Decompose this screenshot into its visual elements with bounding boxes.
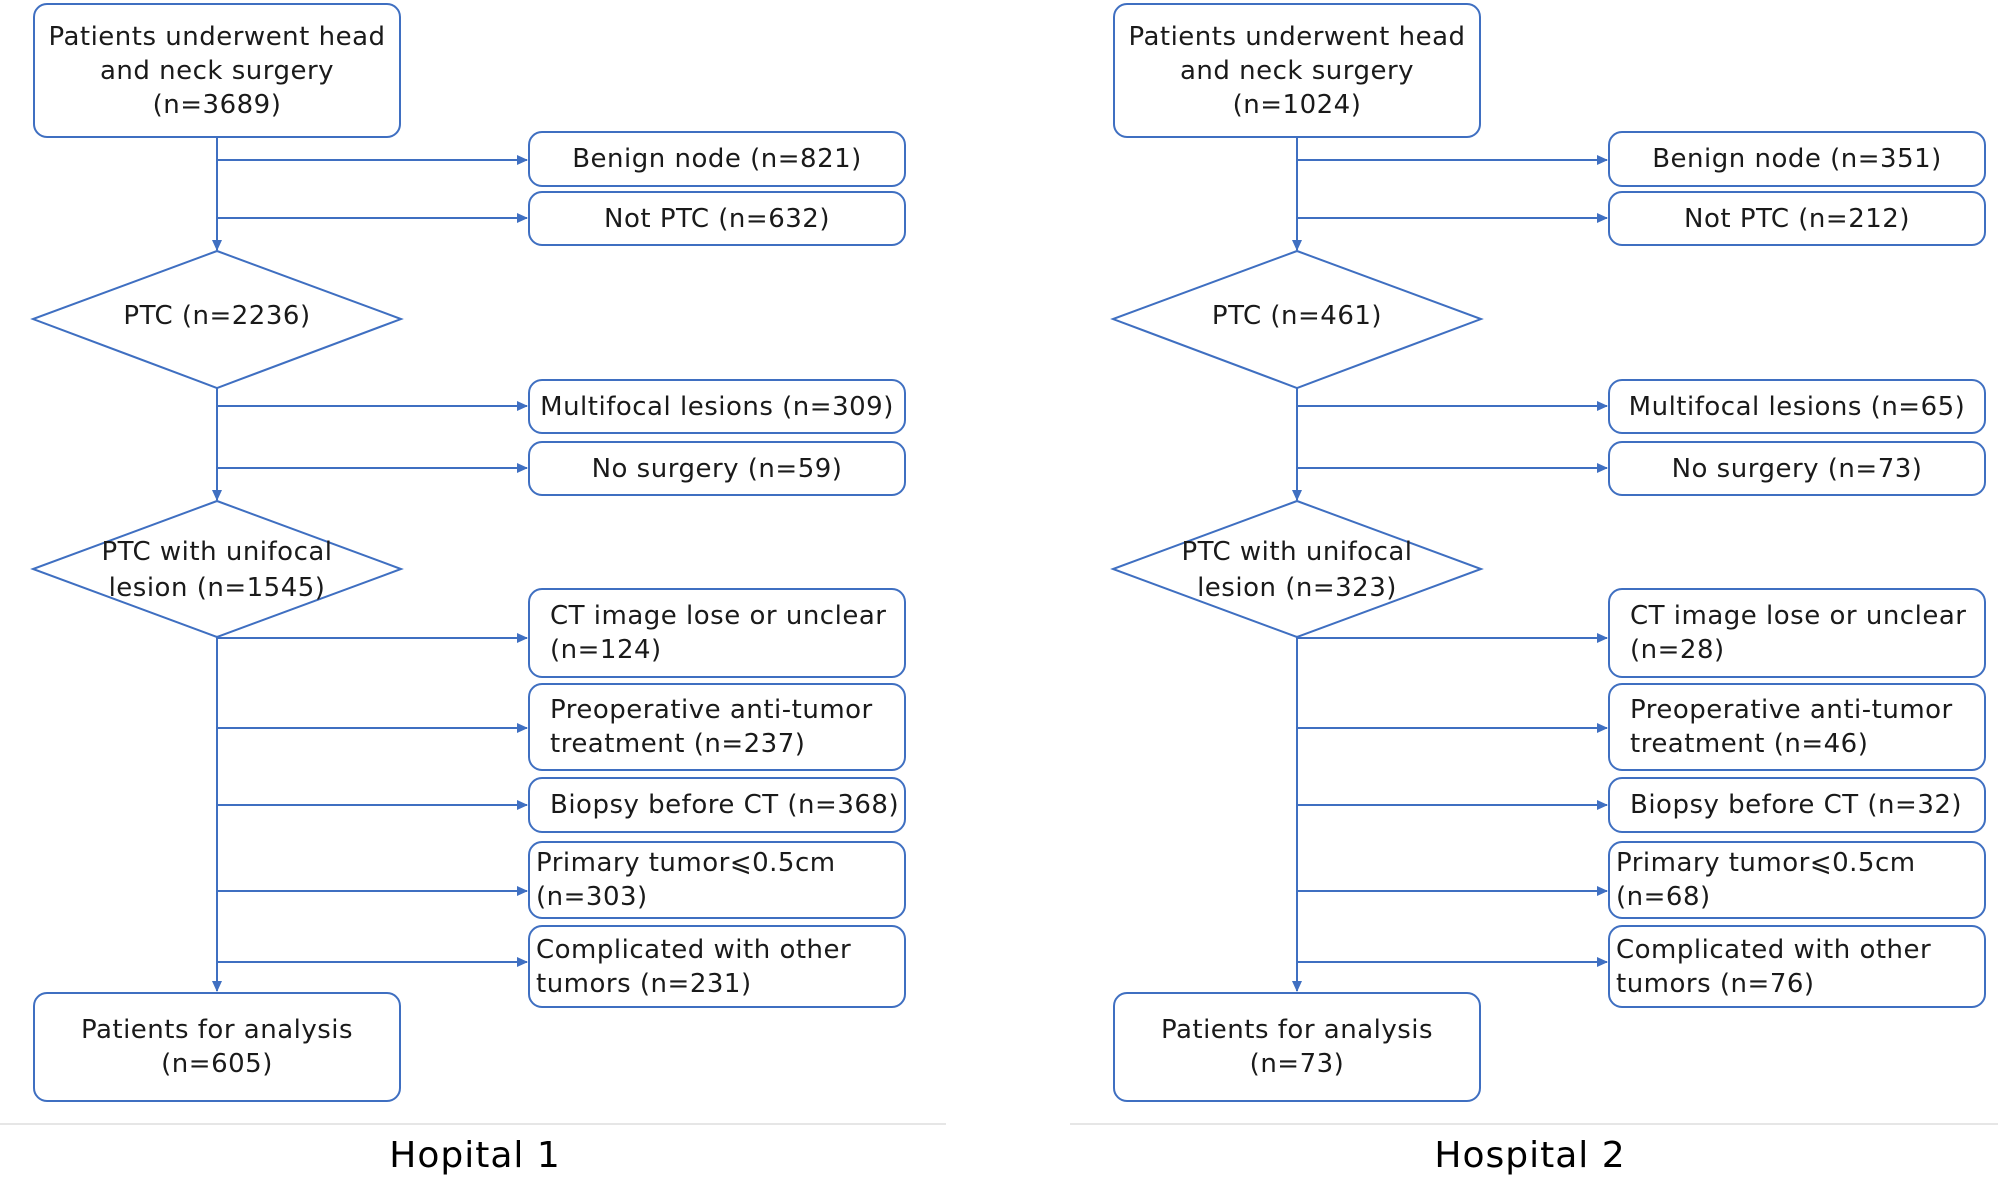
exclusion-box-not-ptc: Not PTC (n=632) [528, 191, 906, 246]
ptc-diamond-label: PTC (n=461) [1160, 290, 1434, 342]
caption-divider [0, 1123, 946, 1125]
flow-connectors [30, 138, 528, 992]
exclusion-box-benign: Benign node (n=821) [528, 131, 906, 187]
exclusion-box-primary-tumor: Primary tumor⩽0.5cm (n=68) [1608, 841, 1986, 919]
exclusion-line: (n=68) [1616, 882, 1711, 912]
exclusion-line: Complicated with other [536, 934, 852, 965]
exclusion-line: (n=303) [536, 882, 648, 912]
exclusion-box-no-surgery: No surgery (n=73) [1608, 441, 1986, 496]
exclusion-label: Not PTC (n=632) [604, 203, 830, 234]
exclusion-box-primary-tumor: Primary tumor⩽0.5cm (n=303) [528, 841, 906, 919]
final-label: Patients for analysis (n=73) [1160, 1015, 1434, 1079]
caption-divider [1070, 1123, 1998, 1125]
exclusion-box-multifocal: Multifocal lesions (n=65) [1608, 379, 1986, 434]
panel-caption: Hopital 1 [389, 1135, 561, 1176]
exclusion-box-preoperative: Preoperative anti-tumor treatment (n=46) [1608, 683, 1986, 771]
start-line-3: (n=3689) [152, 89, 282, 120]
exclusion-line: treatment (n=46) [1630, 729, 1869, 759]
exclusion-line: (n=124) [550, 635, 662, 665]
exclusion-label: Benign node (n=351) [1652, 144, 1942, 174]
exclusion-box-ct-image: CT image lose or unclear (n=28) [1608, 588, 1986, 678]
ptc-label: PTC (n=461) [1211, 301, 1383, 331]
exclusion-line: CT image lose or unclear [1630, 601, 1967, 631]
panel-caption: Hospital 2 [1434, 1135, 1626, 1176]
unifocal-line-1: PTC with unifocal [101, 537, 333, 567]
exclusion-line: Primary tumor⩽0.5cm [1616, 848, 1916, 878]
exclusion-box-biopsy: Biopsy before CT (n=368) [528, 777, 906, 833]
exclusion-label: Benign node (n=821) [572, 144, 862, 174]
exclusion-line: Preoperative anti-tumor [1630, 695, 1953, 725]
ptc-label: PTC (n=2236) [123, 301, 311, 331]
start-line-1: Patients underwent head [48, 21, 386, 52]
exclusion-line: Complicated with other [1616, 934, 1932, 965]
exclusion-label: Not PTC (n=212) [1684, 203, 1910, 234]
exclusion-line: Primary tumor⩽0.5cm [536, 848, 836, 878]
exclusion-line: tumors (n=76) [1616, 968, 1815, 999]
unifocal-line-2: lesion (n=323) [1197, 573, 1397, 603]
flowchart-hospital-2: Patients underwent head and neck surgery… [1070, 0, 2008, 1183]
start-line-1: Patients underwent head [1128, 21, 1466, 52]
flow-connectors [1110, 138, 1608, 992]
unifocal-line-1: PTC with unifocal [1181, 537, 1413, 567]
unifocal-line-2: lesion (n=1545) [108, 573, 326, 603]
exclusion-box-ct-image: CT image lose or unclear (n=124) [528, 588, 906, 678]
exclusion-label: Multifocal lesions (n=309) [540, 391, 894, 422]
exclusion-box-other-tumors: Complicated with other tumors (n=231) [528, 925, 906, 1008]
exclusion-label: No surgery (n=59) [591, 453, 843, 484]
exclusion-line: (n=28) [1630, 635, 1725, 665]
exclusion-line: CT image lose or unclear [550, 601, 887, 631]
exclusion-label: No surgery (n=73) [1671, 453, 1923, 484]
exclusion-line: Biopsy before CT (n=32) [1630, 790, 1963, 820]
ptc-diamond-label: PTC (n=2236) [80, 290, 354, 342]
exclusion-box-other-tumors: Complicated with other tumors (n=76) [1608, 925, 1986, 1008]
exclusion-label: Multifocal lesions (n=65) [1628, 391, 1966, 422]
final-box: Patients for analysis (n=605) [33, 992, 401, 1102]
exclusion-box-not-ptc: Not PTC (n=212) [1608, 191, 1986, 246]
start-line-2: and neck surgery [99, 55, 335, 86]
unifocal-diamond-label: PTC with unifocal lesion (n=323) [1140, 534, 1454, 606]
start-line-2: and neck surgery [1179, 55, 1415, 86]
unifocal-diamond-label: PTC with unifocal lesion (n=1545) [60, 534, 374, 606]
start-box: Patients underwent head and neck surgery… [33, 3, 401, 138]
final-label: Patients for analysis (n=605) [80, 1015, 354, 1079]
exclusion-line: tumors (n=231) [536, 968, 752, 999]
exclusion-box-benign: Benign node (n=351) [1608, 131, 1986, 187]
exclusion-line: treatment (n=237) [550, 729, 806, 759]
exclusion-box-biopsy: Biopsy before CT (n=32) [1608, 777, 1986, 833]
exclusion-box-no-surgery: No surgery (n=59) [528, 441, 906, 496]
start-box: Patients underwent head and neck surgery… [1113, 3, 1481, 138]
flowchart-hospital-1: Patients underwent head and neck surgery… [0, 3, 946, 1176]
final-box: Patients for analysis (n=73) [1113, 992, 1481, 1102]
start-line-3: (n=1024) [1232, 89, 1362, 120]
exclusion-line: Preoperative anti-tumor [550, 695, 873, 725]
exclusion-line: Biopsy before CT (n=368) [550, 790, 900, 820]
exclusion-box-preoperative: Preoperative anti-tumor treatment (n=237… [528, 683, 906, 771]
exclusion-box-multifocal: Multifocal lesions (n=309) [528, 379, 906, 434]
